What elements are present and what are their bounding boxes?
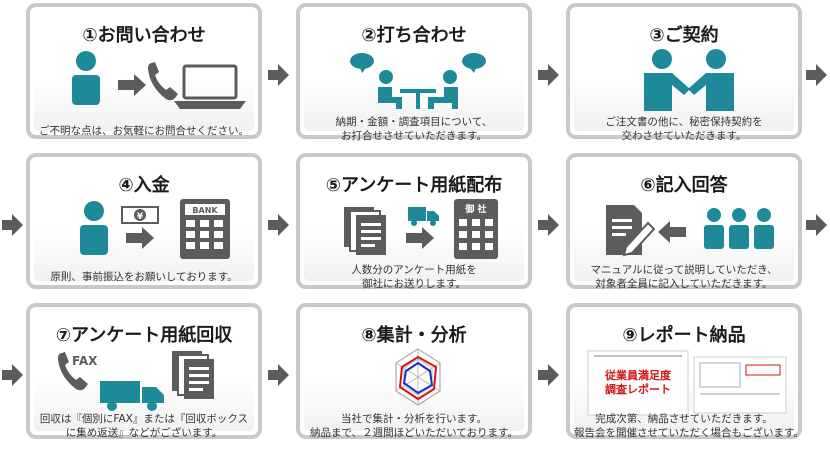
step-card-collection: ⑦アンケート用紙回収 FAX 回収は『個別にFAX』または『回収ボックス に集め… bbox=[26, 303, 262, 439]
form-pen-icon bbox=[606, 205, 656, 257]
group-icon bbox=[704, 208, 774, 249]
analysis-illustration bbox=[395, 348, 441, 406]
handshake-icon bbox=[644, 49, 734, 111]
meeting-illustration bbox=[350, 53, 486, 109]
truck-icon bbox=[408, 207, 439, 226]
flow-arrow-icon bbox=[268, 364, 289, 386]
step-card-distribution: ⑤アンケート用紙配布 御 社 bbox=[296, 153, 532, 290]
step-title: ⑤アンケート用紙配布 bbox=[325, 175, 503, 196]
step-card-contract: ③ご契約 ご注文書の他に、秘密保持契約を 交わさせていただきます。 bbox=[566, 3, 802, 142]
arrow-right-icon bbox=[126, 227, 154, 249]
payment-illustration: ¥ BANK bbox=[80, 199, 230, 259]
step-title: ③ご契約 bbox=[649, 25, 719, 46]
step-description: 原則、事前振込をお願いしております。 bbox=[50, 271, 238, 283]
office-icon: 御 社 bbox=[454, 199, 498, 259]
step-title: ⑦アンケート用紙回収 bbox=[55, 325, 233, 346]
step-description: マニュアルに従って説明していただき、 対象者全員に記入していただきます。 bbox=[590, 264, 778, 290]
step-description: ご不明な点は、お気軽にお問合せください。 bbox=[39, 125, 249, 137]
laptop-icon bbox=[174, 64, 246, 109]
svg-text:FAX: FAX bbox=[72, 354, 98, 368]
phone-icon bbox=[148, 62, 178, 101]
step-card-payment: ④入金 ¥ BANK bbox=[26, 153, 262, 289]
inquiry-illustration bbox=[72, 51, 246, 109]
step-title: ⑧集計・分析 bbox=[361, 325, 467, 346]
step-title: ①お問い合わせ bbox=[82, 25, 206, 46]
person-icon bbox=[72, 51, 100, 105]
report-illustration: 従業員満足度 調査レポート bbox=[587, 350, 787, 416]
step-description: 納期・金額・調査項目について、 お打合せさせていただきます。 bbox=[335, 116, 493, 142]
svg-text:御 社: 御 社 bbox=[464, 203, 486, 215]
bank-icon: BANK bbox=[180, 199, 230, 259]
step-description: 完成次第、納品させていただきます。 報告会を開催させていただく場合もございます。 bbox=[574, 413, 804, 439]
arrow-right-icon bbox=[406, 227, 434, 249]
flow-arrow-icon bbox=[268, 214, 289, 236]
step-description: 回収は『個別にFAX』または『回収ボックス に集め返送』などがございます。 bbox=[39, 413, 249, 439]
step-card-inquiry: ①お問い合わせ ご不明な点は、お気軽にお問合せください。 bbox=[26, 3, 262, 139]
svg-text:従業員満足度: 従業員満足度 bbox=[604, 368, 672, 382]
radar-chart-icon bbox=[395, 348, 441, 406]
step-card-analysis: ⑧集計・分析 当社で集計・分析を行います。 納品まで、２週間ほどいただいておりま… bbox=[296, 303, 532, 439]
distribution-illustration: 御 社 bbox=[344, 199, 498, 259]
step-card-answer: ⑥記入回答 マニュアルに従って説明していただき、 対象者全員に記入していただきま… bbox=[566, 153, 802, 290]
answer-illustration bbox=[606, 205, 774, 257]
arrow-right-icon bbox=[118, 74, 146, 96]
flow-arrow-icon bbox=[538, 364, 559, 386]
step-title: ②打ち合わせ bbox=[361, 25, 467, 46]
flow-arrow-icon bbox=[538, 214, 559, 236]
step-description: 当社で集計・分析を行います。 納品まで、２週間ほどいただいております。 bbox=[310, 413, 518, 439]
collection-illustration: FAX bbox=[58, 351, 214, 411]
documents-icon bbox=[172, 351, 214, 399]
flow-arrow-icon bbox=[806, 64, 827, 86]
fax-phone-icon: FAX bbox=[58, 352, 98, 391]
svg-text:¥: ¥ bbox=[137, 212, 144, 222]
step-card-report: ⑨レポート納品 従業員満足度 調査レポート 完成次第、納品させていただきます。 … bbox=[566, 303, 804, 439]
documents-icon bbox=[344, 207, 386, 255]
flow-arrow-icon bbox=[806, 214, 827, 236]
contract-illustration bbox=[644, 49, 734, 111]
meeting-icon bbox=[350, 53, 486, 109]
step-description: 人数分のアンケート用紙を 御社にお送りします。 bbox=[351, 264, 477, 290]
report-icon: 従業員満足度 調査レポート bbox=[587, 350, 787, 416]
step-title: ④入金 bbox=[118, 175, 170, 196]
step-title: ⑨レポート納品 bbox=[622, 325, 746, 346]
person-icon bbox=[80, 201, 108, 255]
flow-arrow-icon bbox=[268, 64, 289, 86]
svg-text:調査レポート: 調査レポート bbox=[605, 382, 671, 396]
arrow-left-icon bbox=[658, 221, 686, 243]
svg-text:BANK: BANK bbox=[192, 206, 218, 215]
flow-arrow-icon bbox=[2, 364, 23, 386]
flow-arrow-icon bbox=[2, 214, 23, 236]
step-card-meeting: ②打ち合わせ 納期・金額・調査項目について、 お打合せさせていただきます。 bbox=[296, 3, 532, 142]
yen-bill-icon: ¥ bbox=[121, 206, 159, 224]
flow-arrow-icon bbox=[538, 64, 559, 86]
step-description: ご注文書の他に、秘密保持契約を 交わさせていただきます。 bbox=[605, 116, 763, 142]
truck-icon bbox=[100, 381, 164, 411]
step-title: ⑥記入回答 bbox=[640, 175, 728, 196]
